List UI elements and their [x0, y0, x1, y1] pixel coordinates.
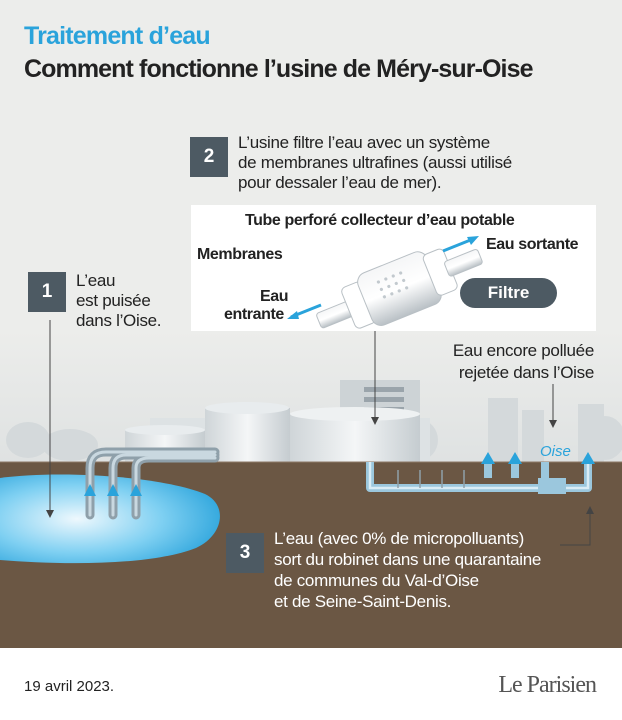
river-note-line: rejetée dans l’Oise	[458, 363, 594, 382]
step-2-text: L’usine filtre l’eau avec un système de …	[238, 133, 512, 193]
step-3-number: 3	[226, 533, 264, 573]
intake-arrows	[84, 484, 142, 496]
step-1-text: L’eau est puisée dans l’Oise.	[76, 271, 162, 331]
background-trees	[6, 398, 622, 462]
membranes-label: Membranes	[197, 246, 283, 263]
inlet-label-line1: Eau	[260, 288, 289, 305]
le-parisien-logo: Le Parisien	[498, 672, 597, 698]
step-1-line: dans l’Oise.	[76, 311, 162, 330]
step-2-line: de membranes ultrafines (aussi utilisé	[238, 153, 512, 172]
step-3-line: de communes du Val-d’Oise	[274, 571, 479, 590]
outlet-label: Eau sortante	[486, 236, 579, 253]
inlet-label-line2: entrante	[224, 306, 284, 323]
publication-date: 19 avril 2023.	[24, 678, 115, 695]
footer	[0, 648, 622, 720]
step-3-line: et de Seine-Saint-Denis.	[274, 592, 452, 611]
river-note-line: Eau encore polluée	[452, 341, 594, 360]
plant-buildings	[125, 380, 430, 462]
step-3-text: L’eau (avec 0% de micropolluants) sort d…	[274, 528, 541, 612]
step-1-line: est puisée	[76, 291, 151, 310]
step-3-line: L’eau (avec 0% de micropolluants)	[274, 529, 524, 548]
step-3-line: sort du robinet dans une quarantaine	[274, 550, 542, 569]
step-2-number: 2	[190, 137, 228, 177]
river-note: Eau encore polluée rejetée dans l’Oise	[453, 340, 594, 384]
step-1-number: 1	[28, 272, 66, 312]
rejection-arrows	[481, 452, 595, 464]
membrane-filter-illustration	[287, 236, 483, 329]
kicker-title: Traitement d’eau	[24, 22, 211, 50]
step-2-line: L’usine filtre l’eau avec un système	[238, 133, 490, 152]
filter-diagram-card	[191, 205, 596, 331]
tube-label: Tube perforé collecteur d’eau potable	[245, 212, 515, 229]
groundwater-lake	[0, 474, 220, 564]
filter-label-pill: Filtre	[460, 278, 557, 308]
river-name-label: Oise	[540, 443, 571, 460]
page-title: Comment fonctionne l’usine de Méry-sur-O…	[24, 55, 534, 83]
step-2-line: pour dessaler l’eau de mer).	[238, 173, 442, 192]
step-1-line: L’eau	[76, 271, 116, 290]
